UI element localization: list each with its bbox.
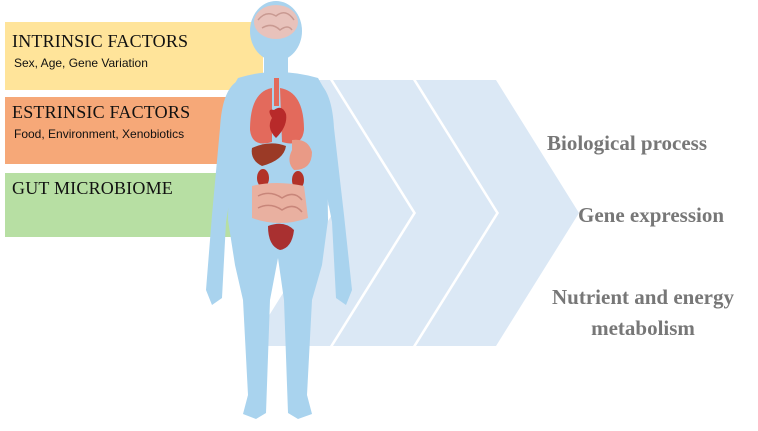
- intrinsic-factors-subtitle: Sex, Age, Gene Variation: [14, 56, 148, 70]
- chevron-arrow-2: [333, 80, 496, 346]
- gene-expression-label: Gene expression: [578, 203, 725, 227]
- stomach-icon: [289, 139, 312, 170]
- extrinsic-factors-box: ESTRINSIC FACTORS Food, Environment, Xen…: [5, 97, 258, 164]
- nutrient-metabolism-label: Nutrient and energy metabolism: [533, 282, 753, 344]
- extrinsic-factors-subtitle: Food, Environment, Xenobiotics: [14, 127, 185, 141]
- heart-icon: [269, 107, 287, 138]
- gut-microbiome-title: GUT MICROBIOME: [12, 178, 173, 198]
- intestines-icon: [252, 183, 308, 223]
- nutrient-metabolism-line1: Nutrient and energy: [552, 285, 734, 309]
- liver-icon: [251, 143, 286, 166]
- bladder-icon: [268, 223, 294, 250]
- intrinsic-factors-title: INTRINSIC FACTORS: [12, 31, 189, 51]
- biological-process-label: Biological process: [547, 131, 708, 155]
- nutrient-metabolism-line2: metabolism: [591, 316, 695, 340]
- extrinsic-factors-title: ESTRINSIC FACTORS: [12, 102, 191, 122]
- lungs-icon: [250, 78, 304, 144]
- chevron-arrow-3: [416, 80, 579, 346]
- brain-icon: [254, 5, 298, 39]
- intrinsic-factors-box: INTRINSIC FACTORS Sex, Age, Gene Variati…: [5, 22, 263, 90]
